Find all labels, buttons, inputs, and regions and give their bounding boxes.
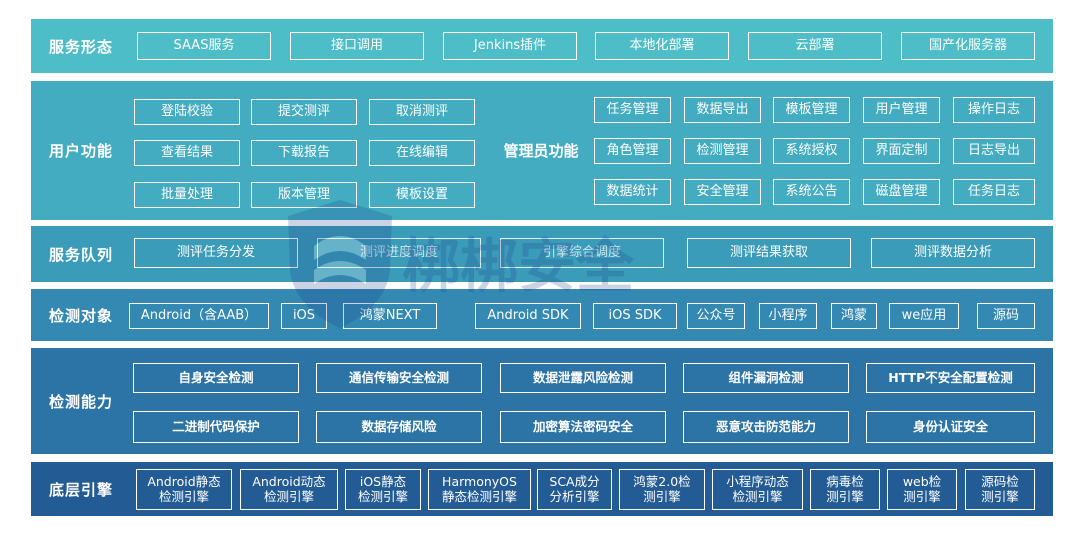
engine-item: iOS静态检测引擎: [345, 469, 421, 510]
row-engines: 底层引擎 Android静态检测引擎 Android动态检测引擎 iOS静态检测…: [31, 462, 1053, 516]
admin-function-item: 安全管理: [684, 179, 761, 205]
detect-ability-item: 恶意攻击防范能力: [683, 411, 849, 443]
service-queue-item: 测评结果获取: [687, 238, 851, 268]
user-function-item: 在线编辑: [369, 140, 475, 166]
engine-line: 检测引擎: [158, 488, 209, 504]
detect-target-item: 小程序: [759, 303, 817, 329]
row-label: 检测对象: [48, 306, 113, 325]
engine-line: 测引擎: [826, 488, 864, 504]
engine-line: iOS静态: [359, 474, 407, 490]
engine-line: Android静态: [147, 474, 221, 490]
row-label: 底层引擎: [48, 480, 113, 499]
user-function-item: 下载报告: [251, 140, 357, 166]
user-function-item: 登陆校验: [134, 99, 240, 125]
admin-function-item: 角色管理: [594, 138, 671, 164]
admin-function-item: 数据统计: [594, 179, 671, 205]
admin-function-item: 数据导出: [684, 97, 761, 123]
admin-functions-label: 管理员功能: [503, 142, 579, 160]
row-service-queue: 服务队列 测评任务分发 测评进度调度 引擎综合调度 测评结果获取 测评数据分析: [31, 226, 1053, 282]
service-queue-item: 测评进度调度: [317, 238, 481, 268]
engine-line: 检测引擎: [732, 488, 783, 504]
detect-ability-item: 加密算法密码安全: [500, 411, 666, 443]
admin-function-item: 界面定制: [863, 138, 940, 164]
engine-line: 检测引擎: [357, 488, 408, 504]
service-form-item: 云部署: [748, 32, 882, 60]
engine-line: HarmonyOS: [442, 474, 517, 490]
engine-line: 测引擎: [903, 488, 941, 504]
user-function-item: 批量处理: [134, 182, 240, 208]
user-function-item: 查看结果: [134, 140, 240, 166]
engine-line: 测引擎: [981, 488, 1019, 504]
user-function-item: 提交测评: [251, 99, 357, 125]
engine-line: 分析引擎: [549, 488, 600, 504]
admin-function-item: 磁盘管理: [863, 179, 940, 205]
engine-item: Android静态检测引擎: [136, 469, 232, 510]
engine-line: SCA成分: [549, 474, 600, 490]
engine-line: Android动态: [252, 474, 326, 490]
engine-line: web检: [902, 474, 942, 490]
detect-target-item: 源码: [977, 303, 1035, 329]
service-queue-item: 测评数据分析: [871, 238, 1035, 268]
engine-item: SCA成分分析引擎: [537, 469, 612, 510]
row-label: 检测能力: [48, 392, 113, 411]
engine-item: 病毒检测引擎: [810, 469, 880, 510]
admin-function-item: 任务管理: [594, 97, 671, 123]
engine-line: 鸿蒙2.0检: [633, 474, 691, 490]
engine-line: 病毒检: [826, 474, 864, 490]
detect-target-item: iOS: [281, 303, 327, 329]
engine-item: web检测引擎: [887, 469, 957, 510]
engine-line: 测引擎: [643, 488, 681, 504]
engine-line: 小程序动态: [726, 474, 789, 490]
detect-ability-item: 二进制代码保护: [133, 411, 299, 443]
detect-ability-item: HTTP不安全配置检测: [866, 363, 1035, 393]
engine-item: 小程序动态检测引擎: [712, 469, 803, 510]
row-label: 服务队列: [48, 245, 113, 264]
admin-function-item: 日志导出: [953, 138, 1035, 164]
engine-line: 检测引擎: [263, 488, 314, 504]
detect-ability-item: 自身安全检测: [133, 363, 299, 393]
service-queue-item: 引擎综合调度: [500, 238, 664, 268]
row-detect-targets: 检测对象 Android（含AAB） iOS 鸿蒙NEXT Android SD…: [31, 289, 1053, 341]
service-form-item: Jenkins插件: [443, 32, 577, 60]
row-label: 服务形态: [48, 37, 113, 56]
admin-function-item: 检测管理: [684, 138, 761, 164]
engine-item: 源码检测引擎: [965, 469, 1035, 510]
detect-target-item: 鸿蒙NEXT: [343, 303, 437, 329]
row-detect-abilities: 检测能力 自身安全检测 通信传输安全检测 数据泄露风险检测 组件漏洞检测 HTT…: [31, 348, 1053, 454]
engine-item: Android动态检测引擎: [240, 469, 338, 510]
admin-function-item: 模板管理: [773, 97, 850, 123]
detect-target-item: we应用: [889, 303, 959, 329]
row-service-form: 服务形态 SAAS服务 接口调用 Jenkins插件 本地化部署 云部署 国产化…: [31, 19, 1053, 73]
row-user-functions: 用户功能 登陆校验 提交测评 取消测评 查看结果 下载报告 在线编辑 批量处理 …: [31, 81, 1053, 220]
service-form-item: SAAS服务: [137, 32, 271, 60]
service-queue-item: 测评任务分发: [134, 238, 298, 268]
detect-ability-item: 数据存储风险: [316, 411, 482, 443]
service-form-item: 接口调用: [290, 32, 424, 60]
detect-ability-item: 数据泄露风险检测: [500, 363, 666, 393]
user-function-item: 取消测评: [369, 99, 475, 125]
admin-function-item: 系统授权: [773, 138, 850, 164]
detect-ability-item: 身份认证安全: [866, 411, 1035, 443]
detect-target-item: iOS SDK: [593, 303, 677, 329]
admin-function-item: 系统公告: [773, 179, 850, 205]
detect-target-item: 鸿蒙: [831, 303, 877, 329]
service-form-item: 国产化服务器: [901, 32, 1035, 60]
detect-target-item: Android（含AAB）: [129, 303, 269, 329]
detect-ability-item: 组件漏洞检测: [683, 363, 849, 393]
detect-ability-item: 通信传输安全检测: [316, 363, 482, 393]
detect-target-item: Android SDK: [475, 303, 581, 329]
row-label: 用户功能: [48, 142, 113, 160]
engine-line: 静态检测引擎: [441, 488, 517, 504]
user-function-item: 版本管理: [251, 182, 357, 208]
admin-function-item: 用户管理: [863, 97, 940, 123]
admin-function-item: 任务日志: [953, 179, 1035, 205]
service-form-item: 本地化部署: [595, 32, 729, 60]
engine-item: 鸿蒙2.0检测引擎: [619, 469, 705, 510]
user-function-item: 模板设置: [369, 182, 475, 208]
engine-line: 源码检: [981, 474, 1019, 490]
admin-function-item: 操作日志: [953, 97, 1035, 123]
detect-target-item: 公众号: [687, 303, 745, 329]
